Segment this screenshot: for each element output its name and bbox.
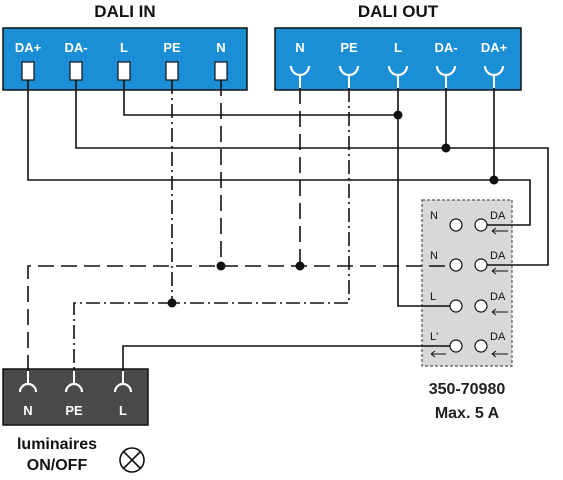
dali-in-terminal-label: DA+ [15, 40, 42, 55]
dali-in-pin [117, 61, 131, 81]
dali-in-pin [214, 61, 228, 81]
dali-out-title: DALI OUT [358, 2, 439, 21]
switch-module: N DA N DA L DA L' DA [421, 199, 513, 367]
module-arrow-icon [430, 350, 446, 358]
wire-l-prime [122, 345, 450, 371]
module-row: N DA [430, 250, 508, 275]
module-right-label: DA [490, 250, 506, 262]
module-right-label: DA [490, 331, 506, 343]
dali-out-terminal-label: PE [340, 40, 358, 55]
module-terminal [474, 258, 488, 272]
module-part-number: 350-70980 [429, 381, 506, 398]
dali-in-title: DALI IN [94, 2, 155, 21]
module-terminal [474, 339, 488, 353]
switch-module-body [421, 199, 513, 367]
module-arrow-icon [491, 227, 508, 235]
luminaire-terminal-label: PE [65, 403, 83, 418]
dali-in-block-body [2, 27, 248, 91]
module-arrow-icon [491, 350, 508, 358]
dali-in-pin [165, 61, 179, 81]
module-rating: Max. 5 A [435, 405, 500, 422]
wire-l-module [397, 115, 450, 307]
wire-da-plus [27, 80, 495, 181]
module-terminal [449, 299, 463, 313]
module-arrow-icon [491, 267, 508, 275]
wire-l [123, 80, 399, 116]
module-terminal [474, 218, 488, 232]
junction-dot [441, 143, 451, 153]
module-arrow-icon [491, 308, 508, 316]
dali-out-block: N PE L DA- DA+ [274, 27, 522, 91]
module-row: L DA [430, 291, 508, 316]
module-row: L' DA [430, 331, 508, 358]
junction-dot [167, 298, 177, 308]
module-right-label: DA [490, 291, 506, 303]
luminaire-label-line2: ON/OFF [27, 457, 88, 474]
dali-in-pin [21, 61, 35, 81]
dali-out-terminal-label: L [394, 40, 402, 55]
luminaire-terminal-label: N [23, 403, 32, 418]
junction-dot [216, 261, 226, 271]
module-terminal [449, 258, 463, 272]
module-terminal [474, 299, 488, 313]
module-row: N DA [430, 210, 508, 235]
module-right-label: DA [490, 210, 506, 222]
luminaire-terminal-label: L [119, 403, 127, 418]
luminaire-block: N PE L [2, 368, 149, 426]
luminaire-socket [64, 382, 84, 393]
lamp-cross-icon [119, 447, 145, 473]
junction-dot [295, 261, 305, 271]
dali-in-block: DA+ DA- L PE N [2, 27, 248, 91]
wire-da-minus [75, 80, 447, 149]
wire-da-minus-branch [446, 147, 549, 266]
module-terminal [449, 218, 463, 232]
dali-in-terminal-label: L [120, 40, 128, 55]
dali-in-terminal-label: PE [163, 40, 181, 55]
module-left-label: L' [430, 331, 438, 343]
module-terminal [449, 339, 463, 353]
module-left-label: N [430, 250, 438, 262]
junction-dot [489, 175, 499, 185]
wire-n-bus [27, 265, 450, 371]
junction-dot [393, 110, 403, 120]
dali-out-terminal-label: DA- [434, 40, 457, 55]
wire-pe-out [172, 88, 350, 304]
luminaire-socket [18, 382, 38, 393]
dali-in-terminal-label: N [216, 40, 225, 55]
dali-out-terminal-label: N [295, 40, 304, 55]
luminaire-socket [113, 382, 133, 393]
module-left-label: N [430, 210, 438, 222]
wire-pe-luminaire [73, 302, 172, 371]
module-left-label: L [430, 291, 436, 303]
dali-in-pin [69, 61, 83, 81]
wire-da-plus-branch [487, 179, 531, 226]
luminaire-label-line1: luminaires [17, 436, 97, 453]
dali-in-terminal-label: DA- [64, 40, 87, 55]
dali-out-terminal-label: DA+ [481, 40, 508, 55]
